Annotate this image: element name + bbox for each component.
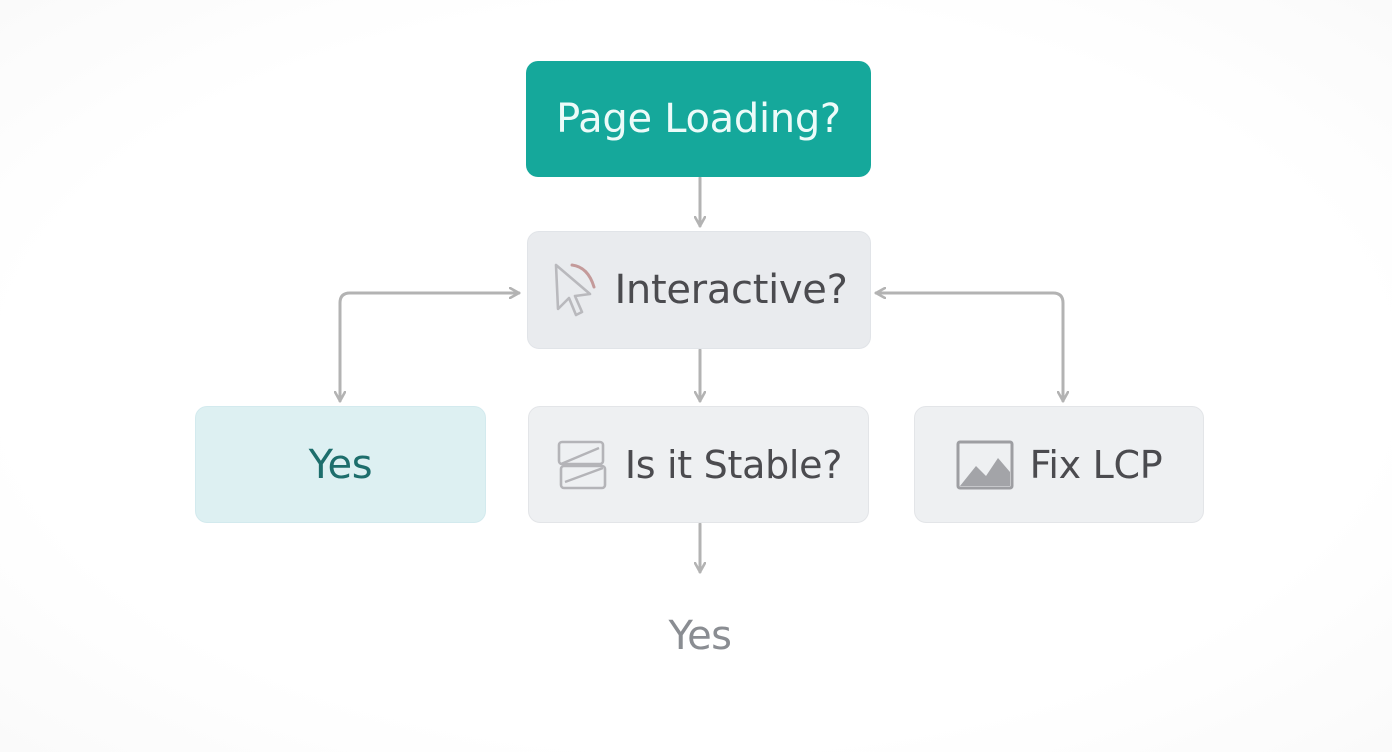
node-page-loading-label: Page Loading?: [556, 96, 841, 142]
node-fix-lcp: Fix LCP: [914, 406, 1204, 523]
node-interactive: Interactive?: [527, 231, 871, 349]
node-is-it-stable-label: Is it Stable?: [624, 442, 843, 487]
layout-shift-icon: [555, 438, 609, 492]
node-yes-left-label: Yes: [308, 441, 373, 488]
arrow-left-to-interactive: [338, 293, 521, 332]
arrow-right-to-interactive: [874, 293, 1065, 332]
node-fix-lcp-label: Fix LCP: [1029, 442, 1163, 487]
cursor-icon: [550, 259, 598, 321]
end-yes-label: Yes: [668, 613, 732, 659]
node-yes-left: Yes: [195, 406, 486, 523]
node-is-it-stable: Is it Stable?: [528, 406, 869, 523]
node-page-loading: Page Loading?: [526, 61, 871, 177]
node-interactive-label: Interactive?: [614, 267, 848, 313]
image-icon: [956, 440, 1014, 490]
